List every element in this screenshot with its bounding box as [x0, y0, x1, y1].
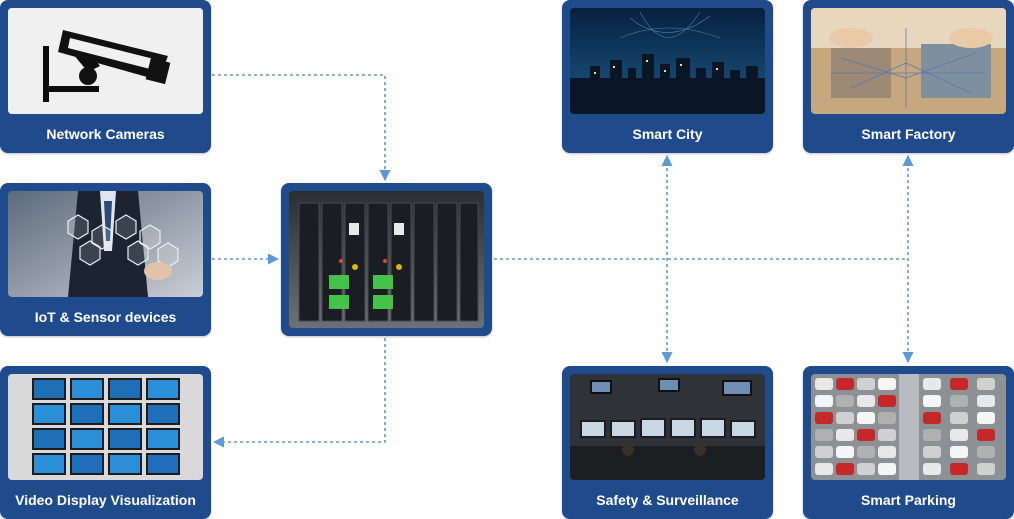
control-room-image	[570, 374, 765, 480]
server-rack-image	[289, 191, 484, 328]
video-display-label: Video Display Visualization	[15, 492, 196, 508]
smart-parking-card: Smart Parking	[803, 366, 1014, 519]
city-skyline-image	[570, 8, 765, 114]
network-cameras-label: Network Cameras	[46, 126, 165, 142]
factory-image	[811, 8, 1006, 114]
network-cameras-card: Network Cameras	[0, 0, 211, 153]
video-display-card: Video Display Visualization	[0, 366, 211, 519]
safety-surveillance-card: Safety & Surveillance	[562, 366, 773, 519]
safety-surveillance-label: Safety & Surveillance	[596, 492, 739, 508]
iot-sensor-label: IoT & Sensor devices	[34, 309, 177, 325]
iot-sensor-card: IoT & Sensor devices	[0, 183, 211, 336]
link-server-to-display	[212, 338, 386, 448]
link-cameras-to-server	[212, 74, 391, 182]
parking-garage-image	[811, 374, 1006, 480]
smart-factory-card: Smart Factory	[803, 0, 1014, 153]
server-hub-card	[281, 183, 492, 336]
security-camera-image	[8, 8, 203, 114]
iot-sensor-image	[8, 191, 203, 297]
smart-city-label: Smart City	[632, 126, 703, 142]
smart-factory-label: Smart Factory	[861, 126, 956, 142]
video-wall-image	[8, 374, 203, 480]
smart-city-card: Smart City	[562, 0, 773, 153]
smart-parking-label: Smart Parking	[861, 492, 956, 508]
